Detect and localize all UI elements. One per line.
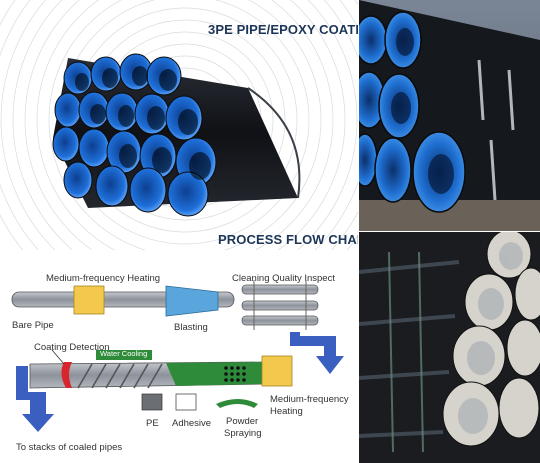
blasting-unit	[165, 285, 219, 317]
adhesive-box	[175, 393, 197, 411]
process-heading-text: PROCESS FLOW CHART	[218, 232, 358, 247]
flow-arrow-left	[16, 366, 54, 432]
powder-dots	[224, 366, 246, 382]
flow-arrow-right	[290, 332, 344, 374]
coating-band	[166, 362, 262, 386]
label-cleaning: Cleaning Quality Inspect	[232, 273, 335, 284]
cleaning-pipes	[241, 280, 319, 330]
label-pe: PE	[146, 418, 159, 429]
detection-marker	[61, 362, 72, 388]
label-blasting: Blasting	[174, 322, 208, 333]
left-panel: 3PE PIPE/EPOXY COATING PROCESS FLOW CHAR…	[0, 0, 358, 453]
label-adhesive: Adhesive	[172, 418, 212, 429]
label-heating-bottom-1: Medium-frequency	[270, 394, 349, 405]
label-coating-detection: Coating Detection	[34, 342, 110, 353]
process-heading: PROCESS FLOW CHART	[218, 232, 358, 247]
label-powder-1: Powder	[226, 416, 259, 427]
coating-heading: 3PE PIPE/EPOXY COATING	[208, 22, 358, 37]
heating-coil-bottom	[261, 355, 293, 387]
label-bare-pipe: Bare Pipe	[12, 320, 54, 331]
powder-tray	[216, 399, 258, 408]
coating-heading-text: 3PE PIPE/EPOXY COATING	[208, 22, 358, 37]
photo-blue-pipes	[359, 0, 540, 231]
heating-coil-top	[73, 285, 105, 315]
photo-black-pipes	[359, 232, 540, 463]
label-stacks: To stacks of coaled pipes	[16, 442, 123, 453]
label-heating-top: Medium-frequency Heating	[46, 273, 161, 284]
label-powder-2: Spraying	[224, 428, 262, 439]
label-heating-bottom-2: Heating	[270, 406, 303, 417]
water-cooling-box	[96, 350, 152, 360]
pe-box	[141, 393, 163, 411]
process-flow-diagram	[11, 280, 344, 432]
label-water-cooling: Water Cooling	[100, 349, 148, 358]
pipe-bundle-image	[52, 53, 301, 217]
